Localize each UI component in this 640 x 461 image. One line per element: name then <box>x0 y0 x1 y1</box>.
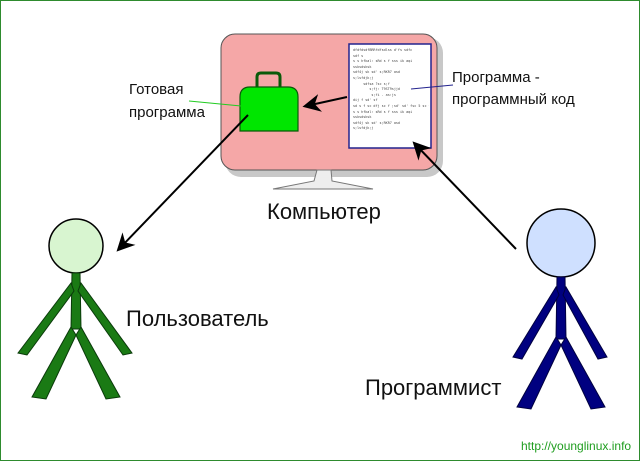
arrow-programmer-to-code <box>412 141 517 250</box>
ready-program-label: Готовая программа <box>129 78 205 124</box>
code-line: sdf s <box>353 53 364 58</box>
code-line: s s hfkal: sRd s f sss ik aqi <box>353 59 413 64</box>
code-line: s s hfkal: sRd s f sss ik aqi <box>353 109 413 114</box>
program-code-label-line1: Программа - <box>452 69 540 86</box>
source-url[interactable]: http://younglinux.info <box>521 439 632 453</box>
program-code-label: Программа - программный код <box>452 67 575 111</box>
program-code-label-line2: программный код <box>452 91 575 108</box>
arrow-program-to-user <box>116 114 249 252</box>
code-line: s;fi . as:js <box>353 92 396 97</box>
code-line: s;lsfdjk;j <box>353 75 374 80</box>
user-figure <box>17 218 133 400</box>
programmer-head <box>526 208 596 278</box>
ready-program-label-line1: Готовая <box>129 81 184 98</box>
programmer-figure <box>512 208 608 410</box>
code-line: sd s f sc dfj sc f ;sd' sd' fsc 5 sc f <box>353 103 429 108</box>
bag-icon <box>239 71 299 132</box>
code-line: sdf4j sk sd' s;RKR7 asd <box>353 120 400 125</box>
user-head <box>48 218 104 274</box>
monitor-stand <box>272 169 374 190</box>
arrow-code-to-program <box>302 94 348 112</box>
code-line: sdf4j sk sd' s;RKR7 asd <box>353 70 400 75</box>
code-line: dfdfdsdfBRRfdfsdlss d'fs sdfc <box>353 48 413 52</box>
code-document <box>348 43 432 149</box>
ready-program-label-line2: программа <box>129 104 205 121</box>
code-line: dij f sd' sf <box>353 98 378 103</box>
ready-program-connector <box>188 100 242 107</box>
programmer-label: Программист <box>365 375 502 400</box>
code-line: s;lsfdjk;j <box>353 126 374 131</box>
code-line: s;fj: T9ST9sjjd <box>353 87 400 92</box>
computer-label: Компьютер <box>267 199 381 224</box>
program-code-connector <box>410 84 454 90</box>
code-line: ssksdsksk <box>353 115 372 120</box>
user-label: Пользователь <box>126 306 269 331</box>
code-line: ssksdsksk <box>353 64 372 69</box>
code-line: sdfsa ?sc s;f <box>353 81 390 86</box>
